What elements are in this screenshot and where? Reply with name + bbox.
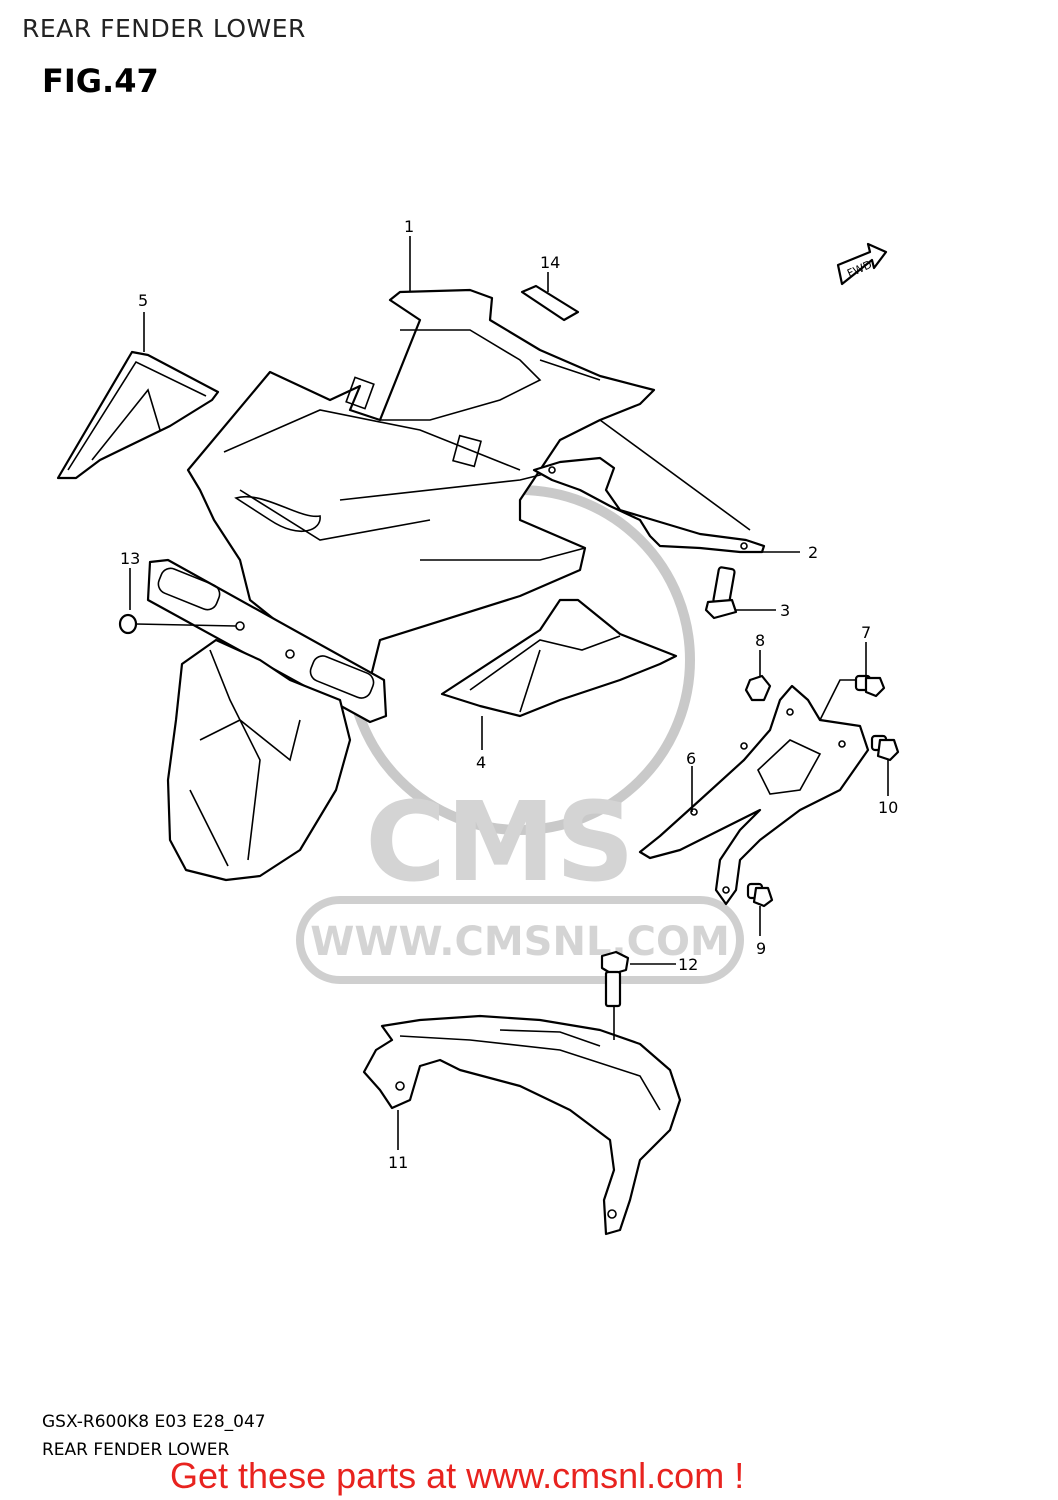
callout-7: 7 <box>861 623 871 642</box>
page-title: REAR FENDER LOWER <box>22 14 306 43</box>
callout-8: 8 <box>755 631 765 650</box>
part-bolt-3 <box>704 566 738 620</box>
part-inner-fender-11 <box>362 1014 682 1236</box>
callout-4: 4 <box>476 753 486 772</box>
callout-5: 5 <box>138 291 148 310</box>
part-label-14 <box>520 284 580 322</box>
callout-3: 3 <box>780 601 790 620</box>
callout-13: 13 <box>120 549 140 568</box>
part-undertray-4 <box>440 598 678 718</box>
watermark: CMS WWW.CMSNL.COM <box>296 485 744 984</box>
callout-11: 11 <box>388 1153 408 1172</box>
part-bolt-12 <box>600 950 630 1008</box>
part-side-cover-5 <box>56 350 220 480</box>
leader-lines <box>129 236 889 1150</box>
part-bracket-plate-6 <box>638 679 870 906</box>
part-fender-blade <box>166 638 352 882</box>
callout-10: 10 <box>878 798 898 817</box>
callout-12: 12 <box>678 955 698 974</box>
callout-2: 2 <box>808 543 818 562</box>
part-plate-bracket-13 <box>118 558 388 724</box>
part-bolt-9 <box>746 882 774 908</box>
callout-9: 9 <box>756 939 766 958</box>
part-bolt-7 <box>854 674 886 698</box>
part-bolt-10 <box>870 734 900 762</box>
diagram-name: REAR FENDER LOWER <box>42 1440 230 1460</box>
callout-1: 1 <box>404 217 414 236</box>
figure-number: FIG.47 <box>42 62 159 100</box>
watermark-url: WWW.CMSNL.COM <box>310 919 730 965</box>
callout-14: 14 <box>540 253 560 272</box>
fwd-arrow: FWD <box>836 242 888 286</box>
part-nut-8 <box>744 674 772 702</box>
part-bracket-2 <box>532 419 766 554</box>
model-code: GSX-R600K8 E03 E28_047 <box>42 1412 266 1432</box>
watermark-banner <box>296 896 744 984</box>
cta-link[interactable]: Get these parts at www.cmsnl.com ! <box>170 1455 745 1496</box>
callouts: 1 2 3 4 5 6 7 8 9 10 11 12 13 14 <box>120 217 898 1172</box>
watermark-brand: CMS <box>365 778 634 906</box>
callout-6: 6 <box>686 749 696 768</box>
